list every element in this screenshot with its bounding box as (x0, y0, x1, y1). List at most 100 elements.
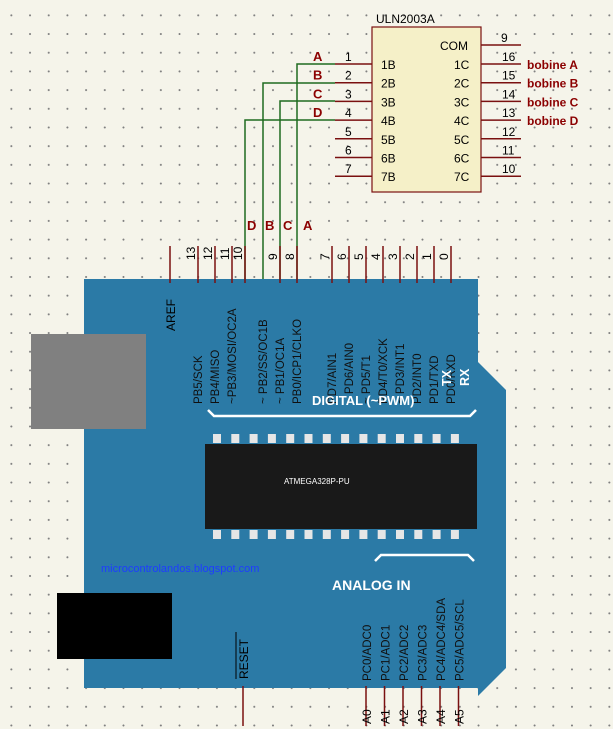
chip-pin (286, 530, 295, 539)
analog-pins: PC0/ADC0A0PC1/ADC1A1PC2/ADC2A2PC3/ADC3A3… (360, 598, 467, 726)
uln-output-net-label: bobine C (527, 95, 579, 109)
wire-a[interactable] (296, 63, 335, 290)
uln2003a-component[interactable]: ULN2003A COM 9 11BA22BB33BC44BD55B66B77B… (313, 12, 579, 193)
digital-pin-number: 4 (369, 253, 383, 260)
chip-pin (396, 530, 404, 539)
uln-title: ULN2003A (376, 12, 435, 26)
digital-pin-name: PD4/T0/XCK (378, 338, 390, 404)
chip-pin (267, 530, 276, 539)
analog-pin-name: PC0/ADC0 (362, 625, 374, 681)
chip-pin (304, 434, 313, 443)
digital-pin-name: PB0/ICP1/CLKO (292, 319, 304, 404)
uln-output-pin-number: 14 (502, 87, 516, 101)
uln-com-pin-number: 9 (501, 31, 508, 45)
chip-pin (249, 530, 258, 539)
uln-com-label: COM (440, 39, 468, 53)
chip-pin (377, 434, 386, 443)
uln-output-pin-label: 7C (454, 170, 470, 184)
uln-body[interactable] (371, 26, 482, 193)
chip-pin (213, 530, 221, 539)
analog-pin-name: PC1/ADC1 (381, 625, 393, 681)
digital-pin-number: 1 (420, 253, 434, 260)
wire-labels: D B C A (247, 218, 313, 233)
uln-input-net-label: C (313, 86, 323, 101)
digital-pin-name: PD0/RXD (446, 354, 458, 404)
chip-pin (396, 434, 404, 443)
chip-pins-bottom (213, 530, 459, 539)
uln-input-net-label: B (313, 68, 322, 83)
digital-pin-number: 3 (386, 253, 400, 260)
uln-output-pin-label: 3C (454, 95, 470, 109)
wire-label: D (247, 218, 256, 233)
wire-c[interactable] (279, 100, 335, 290)
tx-label: TX (440, 369, 454, 386)
digital-pin-number: 11 (218, 247, 232, 260)
wire-b[interactable] (262, 82, 335, 290)
uln-output-pin-label: 5C (454, 133, 470, 147)
chip-pin (450, 434, 459, 443)
uln-input-pin-label: 4B (381, 114, 396, 128)
wires (244, 63, 335, 290)
uln-input-pin-label: 2B (381, 77, 396, 91)
chip-pin (377, 530, 386, 539)
analog-pin-label: A4 (434, 709, 448, 724)
digital-pin-number: 5 (352, 253, 366, 260)
analog-pin-name: PC3/ADC3 (418, 625, 430, 681)
digital-pin-number: 0 (437, 253, 451, 260)
chip-pin (249, 434, 258, 443)
chip-pin (414, 434, 423, 443)
uln-input-pin-number: 5 (345, 125, 352, 139)
uln-output-net-label: bobine B (527, 77, 579, 91)
digital-label: DIGITAL (~PWM) (312, 393, 414, 408)
digital-pin-name: PB4/MISO (210, 350, 222, 404)
analog-pin-name: PC2/ADC2 (399, 625, 411, 681)
uln-output-pin-number: 12 (502, 125, 516, 139)
analog-pin-label: A3 (416, 709, 430, 724)
digital-pin-number: 12 (201, 246, 215, 260)
chip-pin (267, 434, 276, 443)
digital-pin-name: ~ PD3/INT1 (395, 344, 407, 404)
power-jack[interactable] (57, 593, 172, 659)
atmega-chip[interactable] (205, 444, 477, 529)
uln-input-pin-label: 1B (381, 58, 396, 72)
digital-pin-name: PB5/SCK (193, 355, 205, 404)
analog-pin-label: A1 (379, 709, 393, 724)
uln-input-pin-label: 3B (381, 95, 396, 109)
digital-pin-name: PD7/AIN1 (327, 353, 339, 404)
rx-label: RX (458, 368, 472, 386)
uln-output-net-label: bobine D (527, 114, 579, 128)
wire-d[interactable] (244, 119, 335, 290)
chip-pin (432, 434, 441, 443)
uln-output-pin-label: 2C (454, 77, 470, 91)
uln-output-pin-number: 13 (502, 106, 516, 120)
chip-pin (231, 530, 240, 539)
aref-label: AREF (164, 299, 178, 331)
uln-output-pin-number: 10 (502, 162, 516, 176)
uln-input-pin-number: 6 (345, 144, 352, 158)
digital-pin-name: ~PB3/MOSI/OC2A (227, 308, 239, 404)
uln-input-net-label: A (313, 49, 323, 64)
uln-input-pin-number: 3 (345, 87, 352, 101)
digital-bracket (207, 409, 477, 418)
chip-pin (341, 530, 350, 539)
chip-pin (304, 530, 313, 539)
uln-output-pin-number: 11 (502, 144, 515, 158)
uln-input-pin-number: 1 (345, 50, 352, 64)
analog-pin-label: A0 (360, 709, 374, 724)
chip-pin (432, 530, 441, 539)
chip-pin (213, 434, 221, 443)
analog-bracket (374, 553, 475, 562)
chip-pin (359, 530, 368, 539)
chip-pin (414, 530, 423, 539)
digital-pin-name: ~ PD5/T1 (361, 355, 373, 404)
digital-pin-number: 6 (335, 253, 349, 260)
usb-connector[interactable] (31, 334, 146, 429)
chip-pin (322, 434, 331, 443)
uln-output-pin-label: 4C (454, 114, 470, 128)
wire-label: A (303, 218, 313, 233)
chip-pins-top (213, 434, 459, 443)
